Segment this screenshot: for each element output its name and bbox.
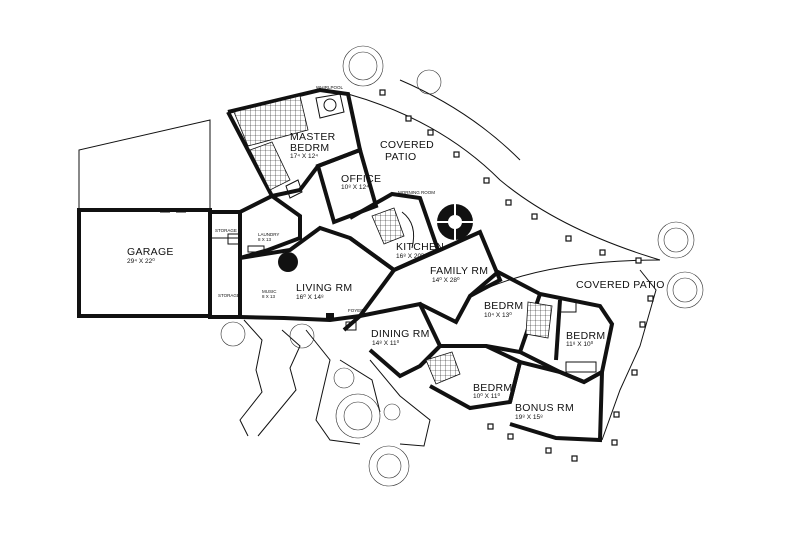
- office: [315, 147, 379, 225]
- master-dim: 17⁴ X 12⁴: [290, 153, 318, 160]
- entry-courtyard: [239, 319, 431, 447]
- storage-1-label: STORAGE: [215, 228, 237, 233]
- bonus-room: [508, 359, 605, 443]
- master-label-1: MASTER: [290, 131, 336, 143]
- music-label: MUSIC: [262, 289, 277, 294]
- covered-patio-outline: [347, 79, 661, 441]
- room-labels: GARAGE 29⁴ X 22⁰ MASTER BEDRM 17⁴ X 12⁴ …: [127, 85, 665, 421]
- master-label-2: BEDRM: [290, 142, 329, 154]
- morning-room-label: MORNING ROOM: [398, 190, 435, 195]
- bedrm2-dim: 10⁴ X 13⁰: [484, 311, 512, 319]
- bedrm2-label: BEDRM: [484, 300, 523, 312]
- patio-posts: [379, 89, 654, 462]
- bedroom-4: [418, 344, 523, 411]
- bedrm3-dim: 11⁸ X 10⁰: [566, 340, 594, 348]
- dining-dim: 14⁸ X 11⁰: [372, 339, 400, 347]
- bedrm4-dim: 10⁰ X 11⁰: [473, 392, 501, 400]
- family-room: [393, 204, 503, 325]
- storage-2-label: STORAGE: [218, 293, 240, 298]
- whirlpool-label: WHIRLPOOL: [316, 85, 344, 90]
- laundry-dim: 8 X 13: [258, 237, 272, 242]
- office-dim: 10⁸ X 12⁴: [341, 184, 369, 191]
- bedrm3-label: BEDRM: [566, 330, 605, 342]
- bedrm4-label: BEDRM: [473, 382, 512, 394]
- garage: [77, 119, 212, 318]
- east-wing: [468, 269, 615, 385]
- dining-label: DINING RM: [371, 328, 430, 340]
- living-label: LIVING RM: [296, 282, 352, 294]
- covered-patio-2-label: COVERED PATIO: [576, 279, 665, 291]
- kitchen-dim: 16⁸ X 20⁰: [396, 252, 424, 260]
- bonus-dim: 19⁸ X 15⁸: [515, 414, 543, 421]
- music-dim: 8 X 13: [262, 294, 276, 299]
- living-room: [239, 225, 397, 323]
- covered-patio-1-line2: PATIO: [385, 151, 416, 163]
- foyer-label: FOYER: [348, 308, 364, 313]
- service-wing: [208, 193, 302, 319]
- kitchen-label: KITCHEN: [396, 241, 444, 253]
- covered-patio-1-line1: COVERED: [380, 139, 434, 151]
- office-label: OFFICE: [341, 173, 381, 185]
- family-label: FAMILY RM: [430, 265, 488, 277]
- landscape-trees: [220, 45, 704, 487]
- garage-dim: 29⁴ X 22⁰: [127, 257, 155, 265]
- laundry-label: LAUNDRY: [258, 232, 279, 237]
- bonus-label: BONUS RM: [515, 402, 574, 414]
- living-dim: 16⁰ X 14⁸: [296, 293, 324, 301]
- garage-label: GARAGE: [127, 246, 174, 258]
- family-dim: 14⁰ X 28⁰: [432, 276, 460, 284]
